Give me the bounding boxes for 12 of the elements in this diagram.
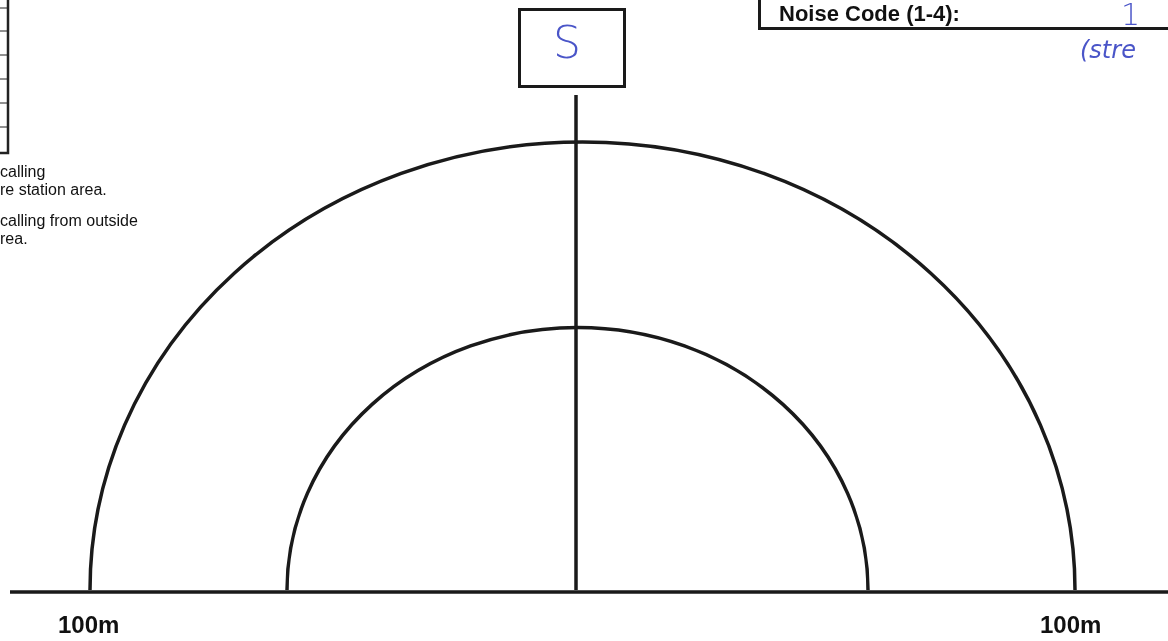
handwritten-value: 1 <box>1121 0 1141 32</box>
instruction-text: calling <box>0 163 46 181</box>
distance-label: 100m <box>1040 611 1102 639</box>
distance-label: 100m <box>58 611 120 639</box>
station-box <box>518 8 626 88</box>
instruction-text: calling from outside <box>0 212 138 230</box>
noise-code-box <box>758 0 1168 30</box>
field-label: Noise Code (1-4): <box>779 1 960 27</box>
station-letter: S <box>553 17 581 68</box>
handwritten-note: (stre <box>1080 36 1136 64</box>
instruction-text: rea. <box>0 230 28 248</box>
instruction-text: re station area. <box>0 181 107 199</box>
